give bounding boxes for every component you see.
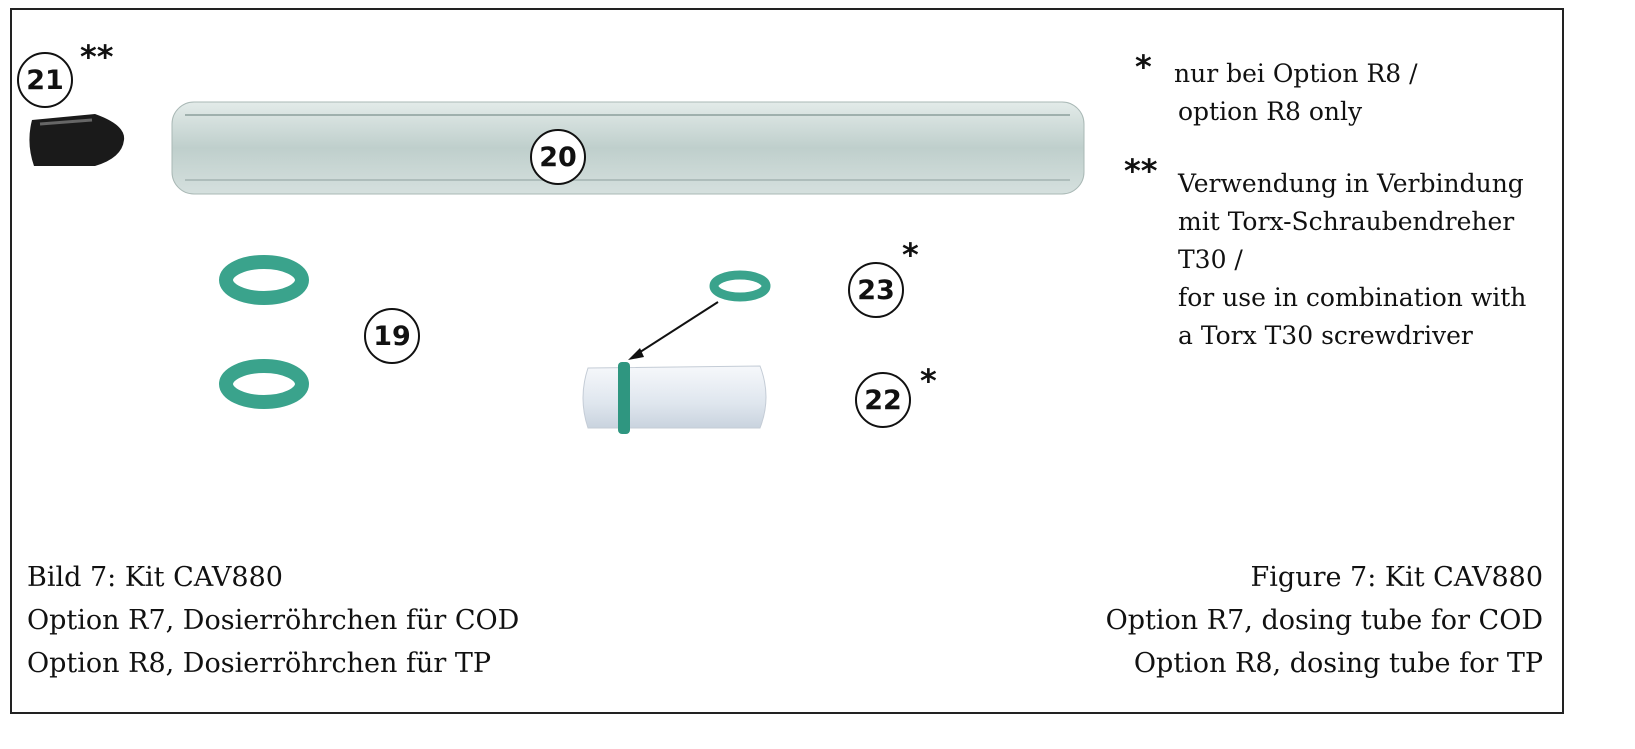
caption-line: Option R7, Dosierröhrchen für COD xyxy=(27,605,520,636)
o-ring-part-23 xyxy=(709,270,771,302)
cap-part-21 xyxy=(29,114,125,166)
figure-frame xyxy=(10,8,1564,714)
glass-tube-part-20 xyxy=(171,101,1085,195)
caption-english: Figure 7: Kit CAV880 Option R7, dosing t… xyxy=(1106,556,1543,685)
caption-line: Option R7, dosing tube for COD xyxy=(1105,605,1543,636)
note1-text: nur bei Option R8 / option R8 only xyxy=(1174,55,1418,131)
o-rings-part-19 xyxy=(219,255,309,409)
caption-german: Bild 7: Kit CAV880 Option R7, Dosierröhr… xyxy=(27,556,519,685)
note-line: mit Torx-Schraubendreher xyxy=(1178,207,1515,236)
callout-23: 23 xyxy=(848,262,904,318)
note-line: a Torx T30 screwdriver xyxy=(1178,321,1473,350)
caption-line: Figure 7: Kit CAV880 xyxy=(1250,562,1543,593)
asterisk-22: * xyxy=(920,362,937,400)
double-asterisk: ** xyxy=(80,38,114,76)
note1-marker: * xyxy=(1135,48,1152,86)
callout-22: 22 xyxy=(855,372,911,428)
asterisk-23: * xyxy=(902,236,919,274)
arrow xyxy=(628,301,719,360)
caption-line: Option R8, Dosierröhrchen für TP xyxy=(27,648,492,679)
note-line: option R8 only xyxy=(1178,97,1363,126)
note-line: for use in combination with xyxy=(1178,283,1527,312)
caption-line: Option R8, dosing tube for TP xyxy=(1133,648,1543,679)
note2-text: Verwendung in Verbindung mit Torx-Schrau… xyxy=(1178,165,1526,355)
note2-marker: ** xyxy=(1124,152,1158,190)
callout-21: 21 xyxy=(17,52,73,108)
callout-20: 20 xyxy=(530,129,586,185)
note-line: T30 / xyxy=(1178,245,1243,274)
note-line: nur bei Option R8 / xyxy=(1174,59,1418,88)
note-line: Verwendung in Verbindung xyxy=(1178,169,1524,198)
callout-19: 19 xyxy=(364,308,420,364)
ptfe-insert-part-22 xyxy=(582,362,767,434)
caption-line: Bild 7: Kit CAV880 xyxy=(27,562,283,593)
